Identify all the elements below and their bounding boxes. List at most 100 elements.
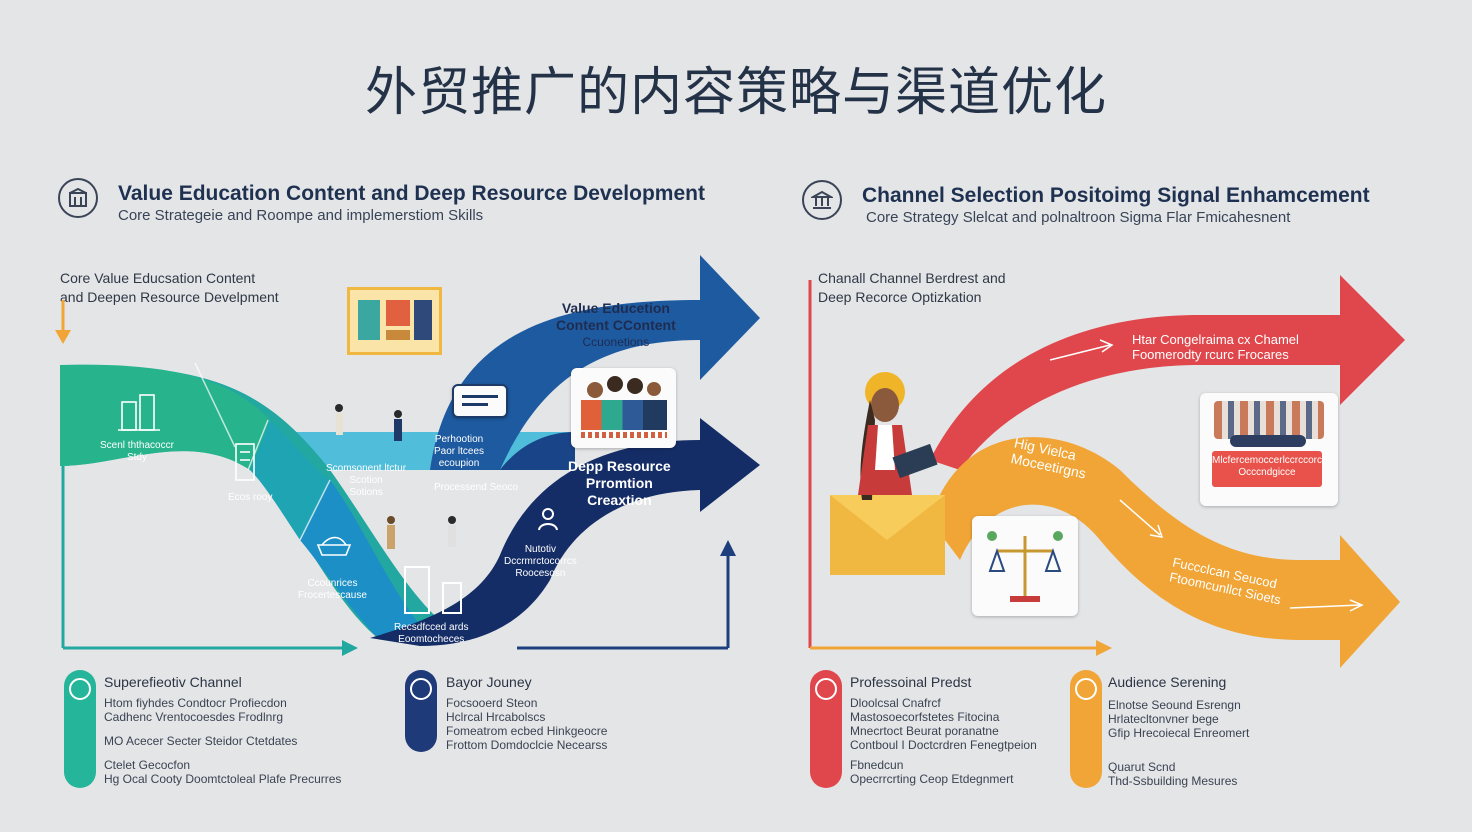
chat-bubble-icon [452, 384, 508, 418]
document-icons [402, 566, 472, 616]
left-section-subtitle: Core Strategeie and Roompe and implemers… [118, 207, 484, 224]
legend-pill-red [810, 670, 842, 788]
legend-lines: Elnotse Seound Esrengn Hrlatecltonvner b… [1108, 698, 1249, 788]
page-title: 外贸推广的内容策略与渠道优化 [364, 63, 1107, 123]
teal-label-line: Eoomtocheces [398, 634, 465, 645]
person-network-icon [534, 506, 562, 534]
legend-pill-teal [64, 670, 96, 788]
right-section-subtitle: Core Strategy Slelcat and polnaltroon Si… [866, 209, 1291, 226]
scales-illustration-card [972, 516, 1078, 616]
people-figures-icon [335, 404, 456, 549]
teal-label-line: Ccounrices [307, 578, 358, 589]
legend-line: Focsooerd Steon [446, 696, 538, 710]
ribbon-line-icons [118, 394, 352, 556]
legend-line: Hrlatecltonvner bege [1108, 712, 1219, 726]
teal-label-line: Stdy [126, 452, 147, 463]
lower-arrow-bottom-line: Nutotiv [524, 544, 556, 555]
teal-label-1: Scenl ththacoccr Stdy [100, 440, 174, 464]
legend-line: Elnotse Seound Esrengn [1108, 698, 1241, 712]
upper-arrow-inner-line: Paor ltcees [434, 446, 485, 457]
legend-line: Mnecrtoct Beurat poranatne [850, 724, 999, 738]
right-note-line: Deep Recorce Optizkation [818, 289, 982, 305]
left-note-line: and Deepen Resource Develpment [60, 289, 279, 305]
legend-line: MO Acecer Secter Steidor Ctetdates [104, 734, 298, 748]
legend-line: Cadhenc Vrentocoesdes Frodlnrg [104, 710, 283, 724]
teal-label-line: Frocertescause [298, 590, 367, 601]
building-icon [58, 178, 98, 218]
lower-arrow-bottom-line: Roocesosn [515, 568, 566, 579]
teal-label-2: Ecos rooy [228, 492, 272, 504]
left-note: Core Value Educsation Content and Deepen… [60, 269, 279, 307]
red-arrow-label-line: Htar Congelraima cx Chamel [1132, 332, 1299, 347]
teal-label-4: Ccounrices Frocertescause [298, 578, 367, 602]
target-icon [1075, 678, 1097, 700]
legend-line: Gfip Hrecoiecal Enreomert [1108, 726, 1250, 740]
right-section-title: Channel Selection Positoimg Signal Enham… [862, 184, 1370, 207]
teal-label-5: Recsdfcced ards Eoomtocheces [394, 622, 468, 646]
teal-label-line: Scenl ththacoccr [100, 440, 174, 451]
legend-title: Superefieotiv Channel [104, 674, 242, 690]
worker-illustration [830, 372, 945, 575]
legend-pill-orange [1070, 670, 1102, 788]
down-arrow-icon [55, 300, 71, 344]
lower-arrow-inner-line: Processend Seoco [434, 482, 518, 493]
lower-arrow-inner-label: Processend Seoco [434, 482, 518, 494]
card-caption-line: Mlcfercemoccerlccrccorc [1212, 455, 1323, 466]
legend-title: Bayor Jouney [446, 674, 532, 690]
legend-line: Fomeatrom ecbed Hinkgeocre [446, 724, 608, 738]
audience-illustration-card: Mlcfercemoccerlccrccorc Occcndgicce [1200, 393, 1338, 506]
right-note-line: Chanall Channel Berdrest and [818, 270, 1006, 286]
navy-arrow-lower [370, 418, 760, 646]
teal-label-line: Sotions [349, 487, 383, 498]
red-arrow-label-line: Foomerodty rcurc Frocares [1132, 347, 1289, 362]
upper-arrow-inner-line: ecoupion [438, 458, 480, 469]
lower-arrow-label-line: Creaxtion [587, 492, 652, 508]
team-photo-illustration [571, 368, 676, 448]
chart-icon [410, 678, 432, 700]
legend-line: Fbnedcun [850, 758, 904, 772]
teal-label-line: Recsdfcced ards [394, 622, 469, 633]
legend-line: Dloolcsal Cnafrcf [850, 696, 941, 710]
teal-label-3: Scomsonent ltctur Scotion Sotions [326, 463, 406, 499]
red-arrow-label: Htar Congelraima cx Chamel Foomerodty rc… [1132, 332, 1299, 362]
left-note-line: Core Value Educsation Content [60, 270, 256, 286]
upper-arrow-label-line: Value Educetion [561, 300, 670, 316]
legend-line: Thd-Ssbuilding Mesures [1108, 774, 1238, 788]
legend-line: Frottom Domdoclcie Necearss [446, 738, 608, 752]
orange-arrow [930, 437, 1400, 668]
lower-arrow-bottom-line: Dccrmrctocorrcs [504, 556, 577, 567]
upper-arrow-inner-line: Perhootion [434, 434, 484, 445]
lower-arrow-bottom-label: Nutotiv Dccrmrctocorrcs Roocesosn [504, 544, 577, 580]
teal-label-line: Scomsonent ltctur [326, 463, 407, 474]
red-arrow [930, 275, 1405, 470]
upper-arrow-label: Value Educetion Content CContent Ccuonet… [556, 300, 676, 351]
legend-pill-navy [405, 670, 437, 752]
people-icon [815, 678, 837, 700]
upper-arrow-inner-label: Perhootion Paor ltcees ecoupion [434, 434, 484, 470]
lower-arrow-label: Depp Resource Prromtion Creaxtion [568, 458, 671, 509]
legend-line: Hg Ocal Cooty Doomtctoleal Plafe Precurr… [104, 772, 342, 786]
teal-label-line: Scotion [349, 475, 383, 486]
upper-arrow-label-line: Ccuonetions [582, 335, 650, 349]
upper-arrow-label-line: Content CContent [556, 317, 676, 333]
legend-line: Contboul I Doctcrdren Fenegtpeion [850, 738, 1037, 752]
legend-lines: Focsooerd Steon Hclrcal Hrcabolscs Fomea… [446, 696, 607, 752]
legend-title: Professoinal Predst [850, 674, 972, 690]
blue-arrow-upper [430, 255, 760, 470]
legend-title: Audience Serening [1108, 674, 1227, 690]
institution-icon [802, 180, 842, 220]
legend-line: Htom fiyhdes Condtocr Profiecdon [104, 696, 287, 710]
legend-line: Opecrrcrting Ceop Etdegnmert [850, 772, 1014, 786]
legend-line: Hclrcal Hrcabolscs [446, 710, 546, 724]
legend-line: Ctelet Gecocfon [104, 758, 191, 772]
content-board-illustration [347, 287, 442, 355]
card-caption-line: Occcndgicce [1238, 467, 1296, 478]
teal-label-line: Ecos rooy [228, 492, 273, 503]
lower-arrow-label-line: Depp Resource [568, 458, 671, 474]
legend-line: Quarut Scnd [1108, 760, 1176, 774]
leaf-icon [69, 678, 91, 700]
legend-line: Mastosoecorfstetes Fitocina [850, 710, 1000, 724]
left-section-title: Value Education Content and Deep Resourc… [118, 182, 705, 205]
legend-lines: Htom fiyhdes Condtocr Profiecdon Cadhenc… [104, 696, 341, 786]
